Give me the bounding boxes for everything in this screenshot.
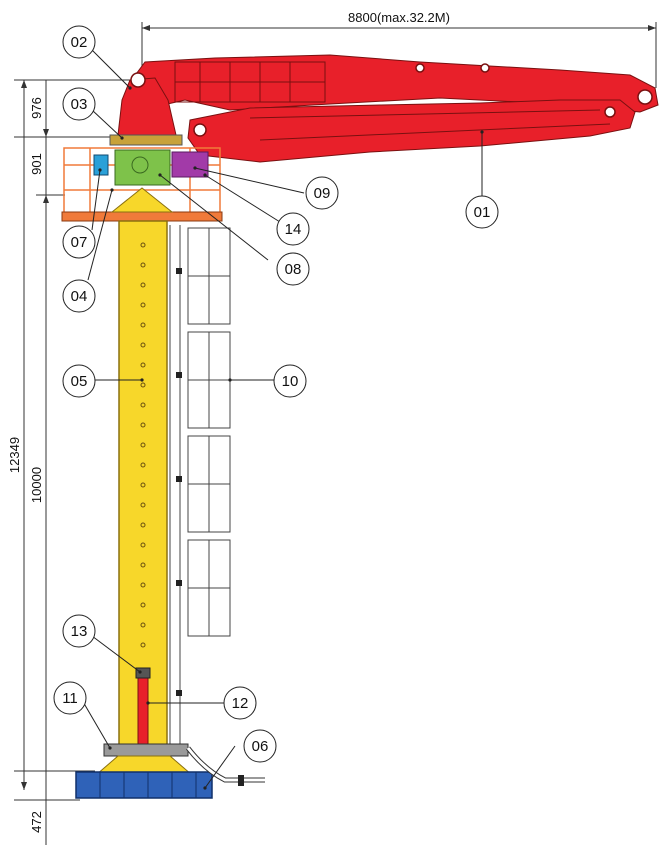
callout-11-label: 11 [62,690,78,707]
callout-03: 03 [62,87,96,121]
callout-06: 06 [243,729,277,763]
dim-top-section: 976 [29,97,44,119]
cylinder-head [135,667,151,679]
callout-05: 05 [62,364,96,398]
callout-10-label: 10 [282,373,299,390]
callout-13: 13 [62,614,96,648]
callout-12: 12 [223,686,257,720]
dim-total-height: 12349 [7,437,22,473]
callout-09: 09 [305,176,339,210]
callout-07: 07 [62,225,96,259]
purple-box [171,151,209,178]
dim-column-height: 10000 [29,467,44,503]
boom-arm [117,54,659,163]
leader-dots [98,86,484,790]
callout-09-label: 09 [314,185,331,202]
base-block [75,771,213,799]
callout-10: 10 [273,364,307,398]
callout-08: 08 [276,252,310,286]
callout-08-label: 08 [285,261,302,278]
base-block-lines [99,772,197,798]
valve-box-gauge-icon [131,156,149,174]
column-bolts [140,242,146,648]
boom-pins [130,63,653,137]
callout-13-label: 13 [71,623,88,640]
callout-02-label: 02 [71,34,88,51]
callout-02: 02 [62,25,96,59]
pipe-coupling [238,775,244,786]
callout-04-label: 04 [71,288,88,305]
hydraulic-cylinder [137,671,149,745]
dim-platform-section: 901 [29,153,44,175]
dim-base-height: 472 [29,811,44,833]
platform-floor [61,211,223,222]
callout-07-label: 07 [71,234,88,251]
callout-04: 04 [62,279,96,313]
platform-support [110,187,174,213]
slewing-ring [109,134,183,146]
callout-06-label: 06 [252,738,269,755]
base-flange [103,743,189,757]
callout-12-label: 12 [232,695,249,712]
callout-05-label: 05 [71,373,88,390]
dimension-arrows [21,25,656,790]
ladder [169,225,231,745]
callout-14-label: 14 [285,221,302,238]
callout-01-label: 01 [474,204,491,221]
dim-boom-reach: 8800(max.32.2M) [348,10,450,25]
callout-11: 11 [53,681,87,715]
ladder-clamps [176,268,182,696]
callout-14: 14 [276,212,310,246]
callout-01: 01 [465,195,499,229]
leader-lines [81,49,483,789]
cyan-box [93,154,109,176]
callout-03-label: 03 [71,96,88,113]
